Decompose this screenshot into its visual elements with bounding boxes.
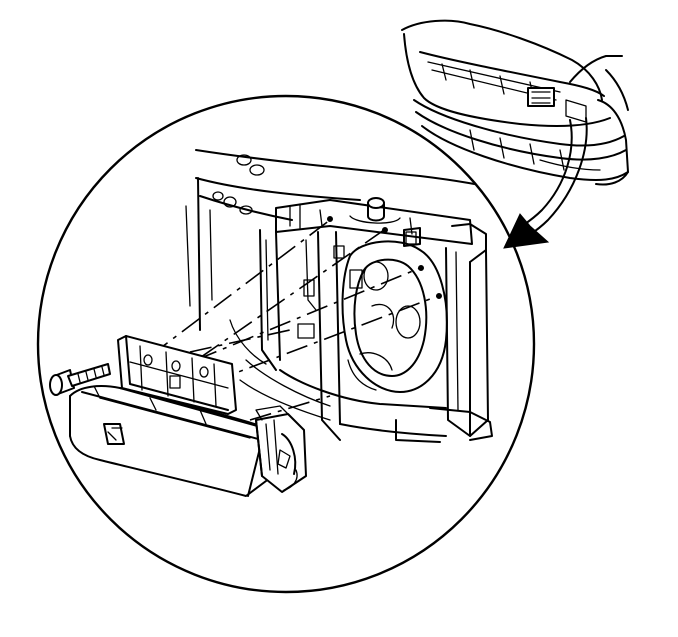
headlamp-assembly — [69, 385, 273, 497]
mounting-bolt — [49, 363, 111, 396]
pointer-arrow — [503, 117, 588, 249]
radiator-support — [185, 149, 533, 443]
alignment-guide-lines — [149, 219, 439, 421]
side-marker-lamp — [255, 405, 307, 493]
detail-magnifier-circle — [36, 94, 536, 594]
detail-contents — [49, 149, 533, 497]
vehicle-front-overview — [401, 19, 629, 186]
